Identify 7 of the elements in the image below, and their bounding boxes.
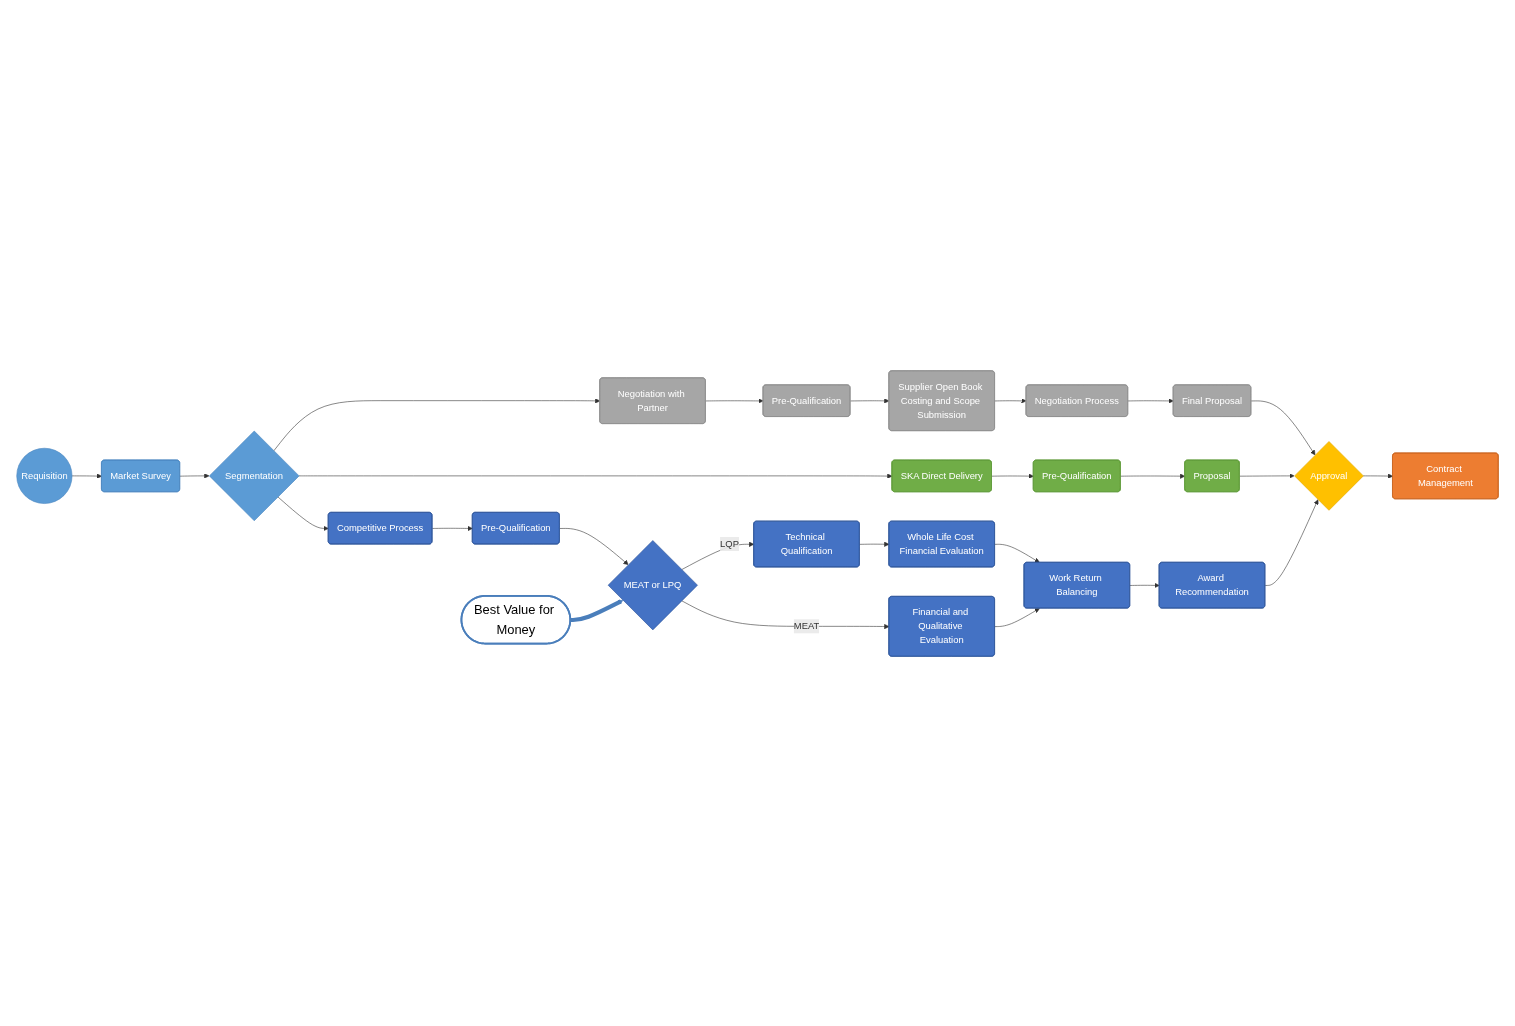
edge-label: LQP (720, 538, 739, 549)
node-diamond: Approval (1294, 440, 1364, 511)
node-diamond: Segmentation (209, 430, 300, 521)
node-circle: Requisition (16, 447, 73, 504)
node-diamond: MEAT or LPQ (607, 539, 698, 630)
arrow (570, 599, 624, 622)
edge-label: MEAT (793, 620, 820, 631)
